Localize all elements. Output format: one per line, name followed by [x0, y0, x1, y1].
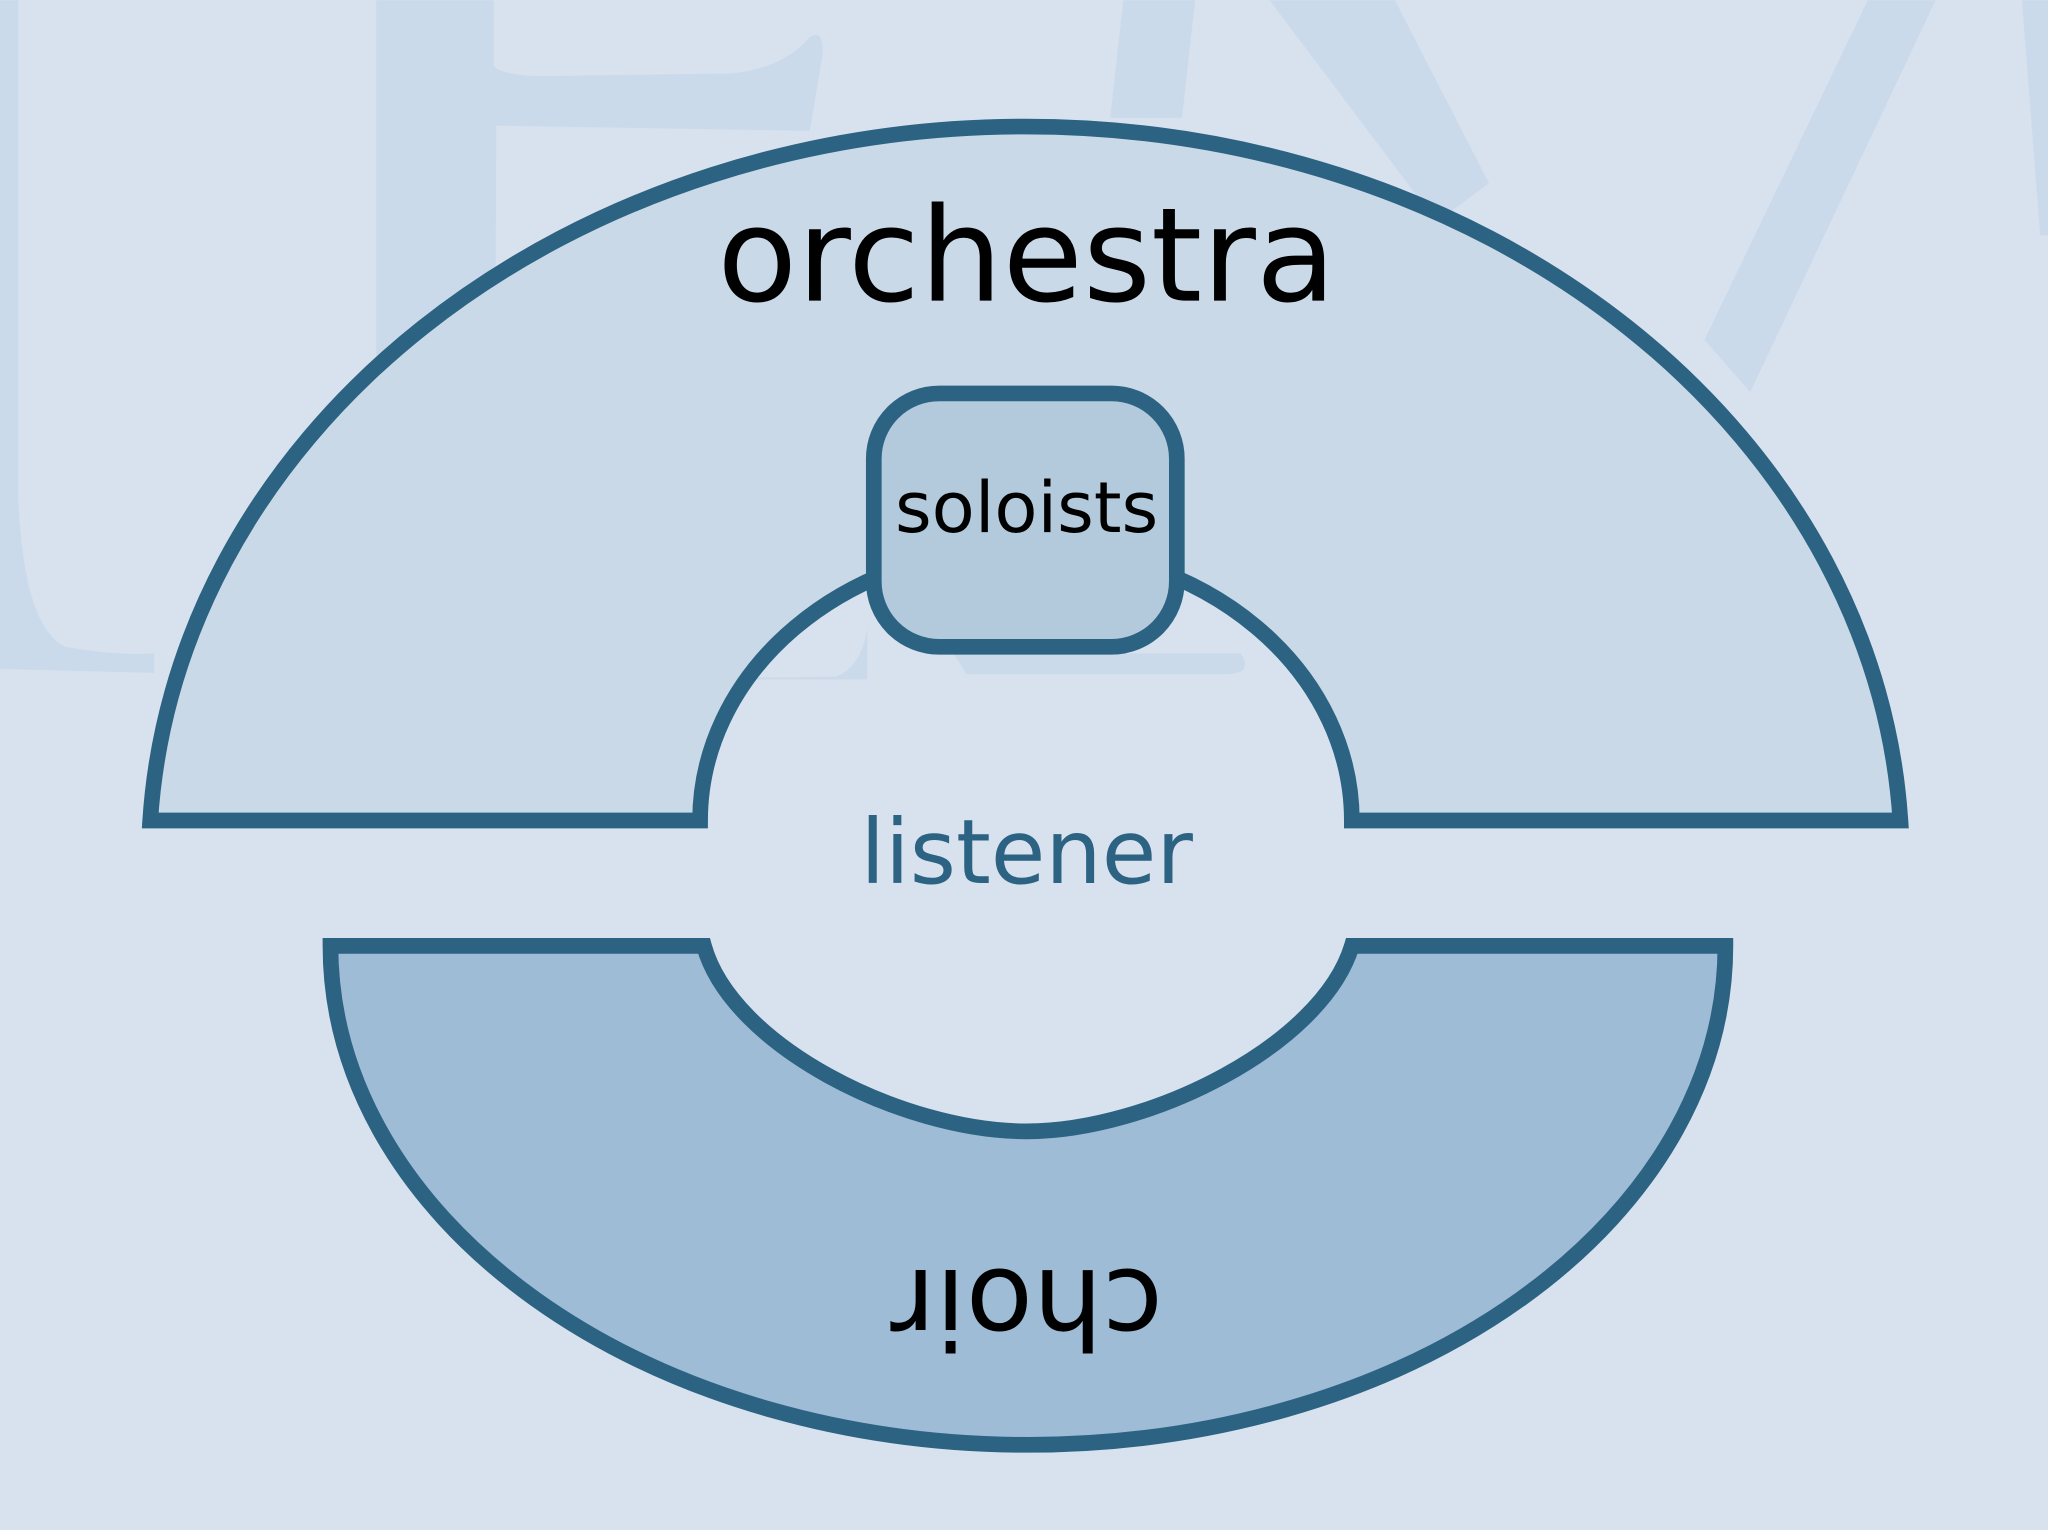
orchestra-label: orchestra — [717, 180, 1336, 332]
watermark-stroke-right — [2021, 0, 2048, 236]
watermark-letter-v-right — [1704, 0, 1936, 393]
watermark-letter-v-left — [1269, 0, 1489, 223]
soloists-label: soloists — [895, 467, 1158, 549]
soloists-section[interactable] — [865, 385, 1185, 655]
choir-section[interactable] — [322, 938, 1734, 1453]
choir-label: choir — [889, 1244, 1162, 1372]
watermark-stroke-mid — [1110, 0, 1196, 118]
listener-label: listener — [860, 801, 1193, 904]
watermark-serif — [953, 653, 1246, 675]
watermark-stroke-left — [0, 0, 155, 673]
